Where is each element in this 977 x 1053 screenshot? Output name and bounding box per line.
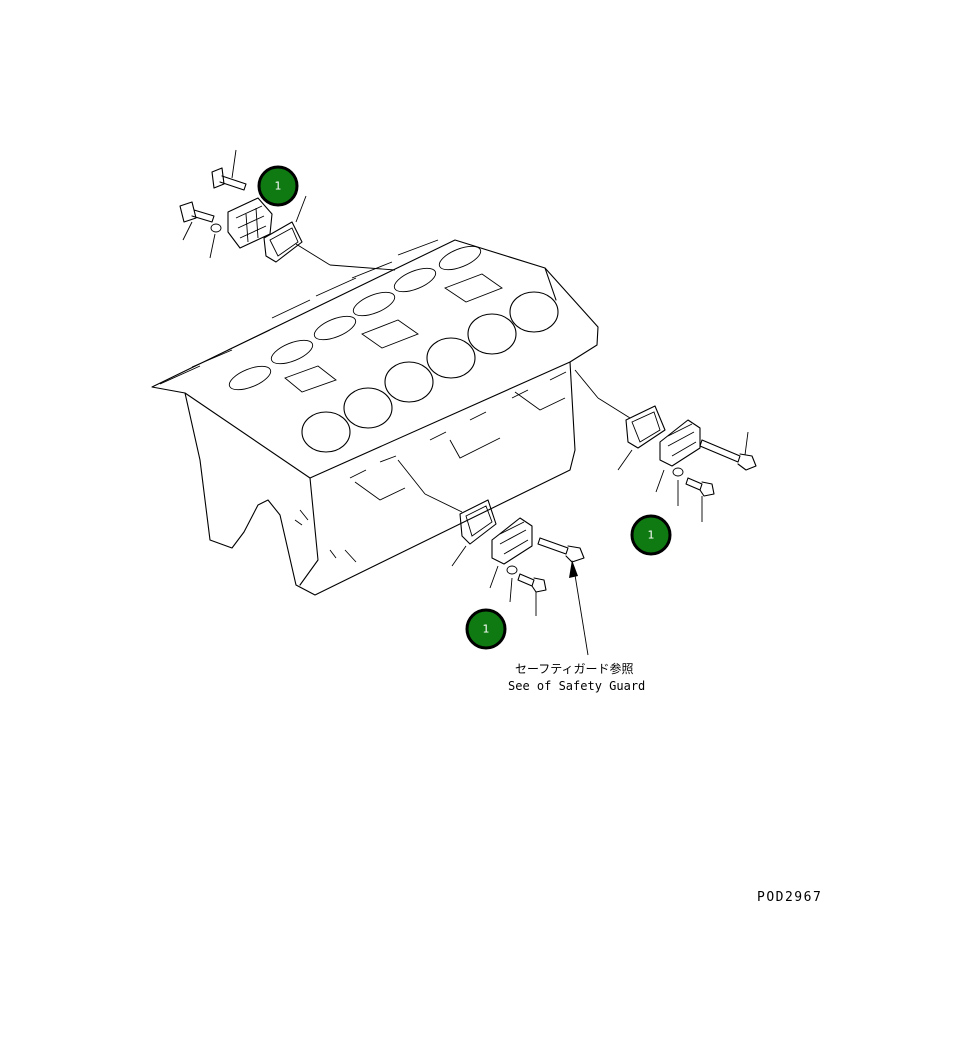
lower-cover-assembly xyxy=(397,459,589,656)
safety-guard-note-japanese: セーフティガード参照 xyxy=(515,661,634,676)
cylinder-head-ovals xyxy=(228,245,482,391)
drawing-code: POD2967 xyxy=(757,890,822,905)
callout-badge-label: 1 xyxy=(483,623,490,636)
right-cover-assembly xyxy=(574,369,757,522)
callout-badge: 1 xyxy=(630,514,672,556)
upper-left-cover-assembly xyxy=(179,149,396,271)
callout-badge: 1 xyxy=(465,608,507,650)
safety-guard-note-english: See of Safety Guard xyxy=(508,679,645,693)
callout-badge: 1 xyxy=(257,165,299,207)
engine-block xyxy=(151,239,599,596)
callout-badge-label: 1 xyxy=(648,529,655,542)
cylinder-bores xyxy=(301,291,559,453)
callout-badge-label: 1 xyxy=(275,180,282,193)
